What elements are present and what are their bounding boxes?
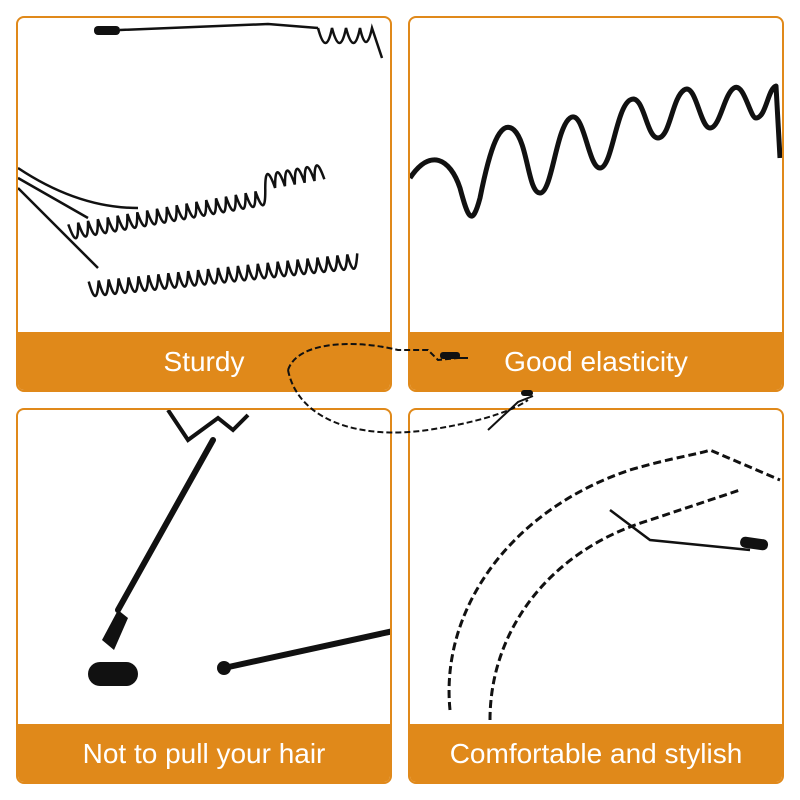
tip-cap <box>740 536 769 551</box>
wavy-wire-closeup-image <box>410 83 782 219</box>
panel-sturdy: Sturdy <box>16 16 392 392</box>
feature-label-not-pull-hair: Not to pull your hair <box>18 724 390 782</box>
panel-not-pull-hair: Not to pull your hair <box>16 408 392 784</box>
center-headband-image <box>287 343 534 434</box>
tip-cap <box>94 26 120 35</box>
feature-label-comfortable-stylish: Comfortable and stylish <box>410 724 782 782</box>
wavy-headband-closeup-image <box>18 22 384 298</box>
rubber-tip-cap <box>88 662 138 686</box>
feature-label-good-elasticity: Good elasticity <box>410 332 782 390</box>
panel-good-elasticity: Good elasticity <box>408 16 784 392</box>
panel-comfortable-stylish: Comfortable and stylish <box>408 408 784 784</box>
rubber-tip-closeup-image <box>88 410 390 686</box>
feature-label-sturdy: Sturdy <box>18 332 390 390</box>
headband-pair-image <box>447 448 781 721</box>
